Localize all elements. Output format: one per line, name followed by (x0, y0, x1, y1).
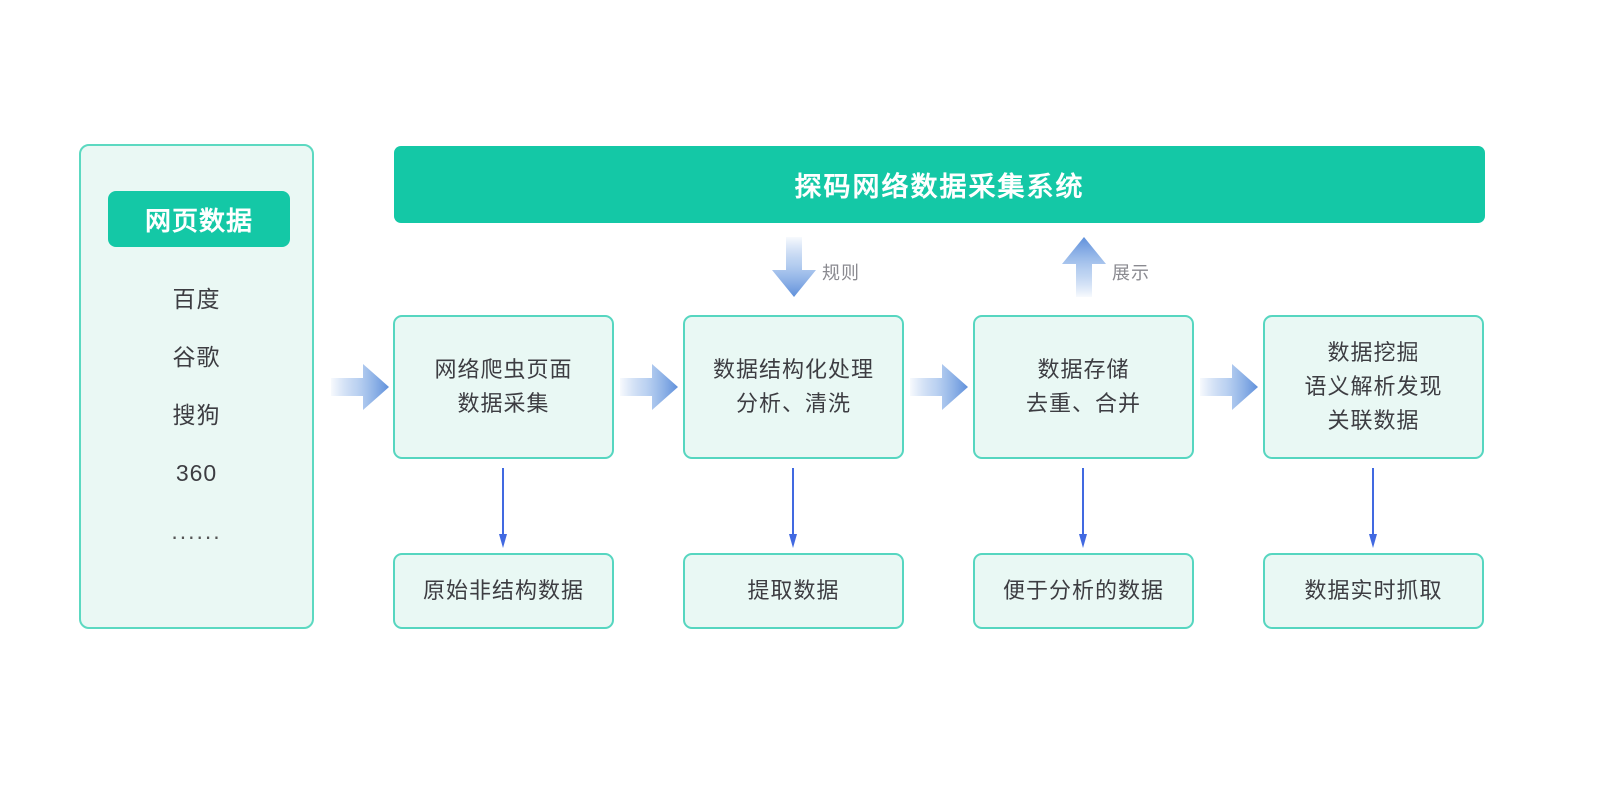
rule-down-arrow-icon (772, 237, 816, 297)
source-panel-badge: 网页数据 (108, 191, 290, 247)
output-box-raw-unstructured[interactable]: 原始非结构数据 (393, 553, 614, 629)
list-item-google: 谷歌 (172, 344, 221, 370)
connector-structure-to-output-icon (789, 468, 797, 548)
process-box-mining-line2: 语义解析发现 (1304, 374, 1443, 399)
connector-crawl-to-output-icon (499, 468, 507, 548)
process-box-mining[interactable]: 数据挖掘 语义解析发现 关联数据 (1263, 315, 1484, 459)
source-engine-list: 百度 谷歌 搜狗 360 ...... (81, 284, 312, 574)
process-box-storage-line2: 去重、合并 (1025, 391, 1141, 416)
flow-arrow-crawl-to-structure-icon (620, 364, 678, 410)
process-box-mining-line3: 关联数据 (1327, 408, 1420, 433)
process-box-crawl[interactable]: 网络爬虫页面 数据采集 (393, 315, 614, 459)
flow-arrow-storage-to-mining-icon (1200, 364, 1258, 410)
web-data-source-panel: 网页数据 百度 谷歌 搜狗 360 ...... (79, 144, 314, 629)
process-box-structure[interactable]: 数据结构化处理 分析、清洗 (683, 315, 904, 459)
system-title-banner: 探码网络数据采集系统 (394, 146, 1485, 223)
output-box-realtime-capture[interactable]: 数据实时抓取 (1263, 553, 1484, 629)
flow-arrow-structure-to-storage-icon (910, 364, 968, 410)
output-box-analysis-ready[interactable]: 便于分析的数据 (973, 553, 1194, 629)
process-box-crawl-line1: 网络爬虫页面 (434, 357, 573, 382)
output-box-analysis-ready-label: 便于分析的数据 (1002, 578, 1164, 603)
connector-storage-to-output-icon (1079, 468, 1087, 548)
process-box-crawl-line2: 数据采集 (457, 391, 550, 416)
connector-mining-to-output-icon (1369, 468, 1377, 548)
list-item-360: 360 (175, 460, 218, 486)
output-box-realtime-capture-label: 数据实时抓取 (1304, 578, 1443, 603)
list-item-ellipsis: ...... (171, 518, 222, 544)
process-box-structure-line2: 分析、清洗 (735, 391, 851, 416)
flow-arrow-source-to-crawl-icon (331, 364, 389, 410)
process-box-storage-line1: 数据存储 (1037, 357, 1130, 382)
output-box-extracted-label: 提取数据 (747, 578, 840, 603)
output-box-extracted[interactable]: 提取数据 (683, 553, 904, 629)
display-up-arrow-icon (1062, 237, 1106, 297)
list-item-sogou: 搜狗 (172, 402, 221, 428)
output-box-raw-unstructured-label: 原始非结构数据 (422, 578, 584, 603)
rule-arrow-label: 规则 (822, 263, 860, 283)
process-box-storage[interactable]: 数据存储 去重、合并 (973, 315, 1194, 459)
process-box-structure-line1: 数据结构化处理 (712, 357, 874, 382)
process-box-mining-line1: 数据挖掘 (1327, 340, 1420, 365)
display-arrow-label: 展示 (1112, 263, 1150, 283)
list-item-baidu: 百度 (172, 286, 221, 312)
